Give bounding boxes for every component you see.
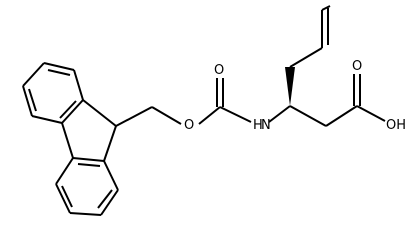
bond bbox=[43, 62, 75, 71]
bond bbox=[356, 105, 386, 122]
bond bbox=[103, 160, 119, 191]
bond bbox=[28, 88, 37, 112]
atom-label-oxygen: O bbox=[214, 63, 224, 78]
bond bbox=[22, 85, 33, 117]
bond bbox=[100, 189, 119, 216]
bond bbox=[61, 122, 74, 159]
bond bbox=[219, 106, 252, 123]
bond bbox=[69, 212, 102, 216]
bond bbox=[289, 105, 327, 127]
atom-label-oxygen: O bbox=[184, 118, 194, 133]
bond bbox=[289, 47, 323, 68]
bond bbox=[82, 99, 117, 127]
bond bbox=[55, 157, 74, 185]
bond bbox=[31, 115, 63, 124]
bond bbox=[77, 163, 101, 167]
bond bbox=[198, 106, 221, 125]
bond bbox=[325, 105, 358, 127]
bond bbox=[72, 157, 105, 162]
bond bbox=[55, 183, 71, 214]
bond bbox=[61, 99, 84, 124]
bond bbox=[268, 105, 291, 123]
bond bbox=[73, 69, 84, 101]
bond bbox=[61, 185, 73, 208]
atom-label-hydroxyl: OH bbox=[386, 118, 406, 133]
bond bbox=[59, 100, 77, 119]
bond bbox=[22, 62, 45, 87]
bond bbox=[115, 106, 153, 127]
bond bbox=[103, 125, 117, 162]
bond bbox=[151, 106, 182, 125]
atom-label-hydrogen: H bbox=[253, 118, 263, 133]
wedge-bond bbox=[285, 67, 295, 106]
bond bbox=[97, 189, 113, 209]
atom-label-oxygen: O bbox=[352, 59, 362, 74]
bond bbox=[47, 69, 71, 76]
atom-label-nitrogen: N bbox=[261, 118, 271, 133]
bond bbox=[321, 5, 331, 11]
